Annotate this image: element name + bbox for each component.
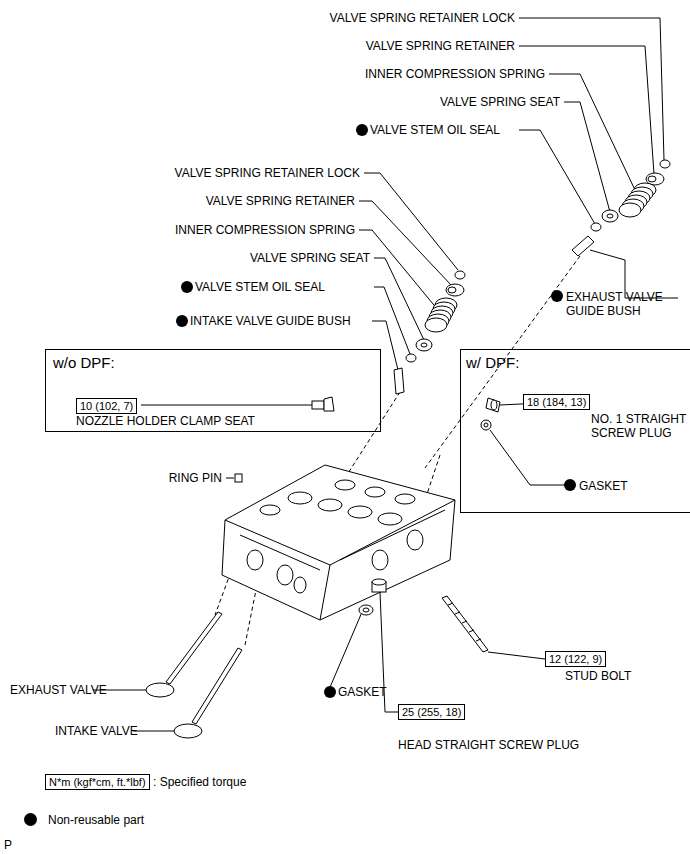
part-name: RING PIN xyxy=(169,471,222,485)
part-name: VALVE STEM OIL SEAL xyxy=(370,123,500,137)
part-name: VALVE SPRING SEAT xyxy=(440,95,560,109)
part-name: EXHAUST VALVE GUIDE BUSH xyxy=(566,290,684,318)
part-name: VALVE SPRING RETAINER LOCK xyxy=(175,166,360,180)
torque-box: 25 (255, 18) xyxy=(398,704,465,720)
torque-box: 18 (184, 13) xyxy=(523,394,590,410)
torque-value: 12 (122, 9) xyxy=(549,653,602,665)
part-name: GASKET xyxy=(338,685,387,699)
part-name: NOZZLE HOLDER CLAMP SEAT xyxy=(76,414,255,428)
legend-torque-box: N*m (kgf*cm, ft.*lbf) xyxy=(45,774,150,790)
part-name: INTAKE VALVE xyxy=(55,724,138,738)
part-name: NO. 1 STRAIGHT SCREW PLUG xyxy=(591,412,690,440)
legend-swatch xyxy=(24,813,37,826)
part-name: STUD BOLT xyxy=(565,669,631,683)
legend-text: : Specified torque xyxy=(153,775,246,789)
torque-value: 10 (102, 7) xyxy=(80,400,133,412)
part-name: EXHAUST VALVE xyxy=(10,683,107,697)
part-name: VALVE SPRING RETAINER xyxy=(366,39,515,53)
variant-box: w/o DPF: NOZZLE HOLDER CLAMP SEAT 10 (102,… xyxy=(45,349,381,432)
variant-box: w/ DPF: NO. 1 STRAIGHT SCREW PLUG GASKET 18… xyxy=(460,349,690,513)
legend-text: Non-reusable part xyxy=(48,813,144,827)
part-name: VALVE SPRING SEAT xyxy=(250,251,370,265)
variant-heading: w/ DPF: xyxy=(466,354,519,371)
torque-box: 10 (102, 7) xyxy=(76,398,137,414)
torque-value: 25 (255, 18) xyxy=(402,706,461,718)
part-name: VALVE SPRING RETAINER xyxy=(206,194,355,208)
part-name: VALVE STEM OIL SEAL xyxy=(195,280,325,294)
part-name: GASKET xyxy=(579,479,628,493)
legend-sample-text: N*m (kgf*cm, ft.*lbf) xyxy=(49,776,146,788)
part-name: HEAD STRAIGHT SCREW PLUG xyxy=(398,738,579,752)
variant-heading: w/o DPF: xyxy=(53,354,115,371)
part-name: INNER COMPRESSION SPRING xyxy=(175,223,355,237)
torque-value: 18 (184, 13) xyxy=(527,396,586,408)
torque-box: 12 (122, 9) xyxy=(545,651,606,667)
part-name: VALVE SPRING RETAINER LOCK xyxy=(330,11,515,25)
part-name: INNER COMPRESSION SPRING xyxy=(365,67,545,81)
figure-code: P xyxy=(4,838,12,852)
part-name: INTAKE VALVE GUIDE BUSH xyxy=(190,314,351,328)
